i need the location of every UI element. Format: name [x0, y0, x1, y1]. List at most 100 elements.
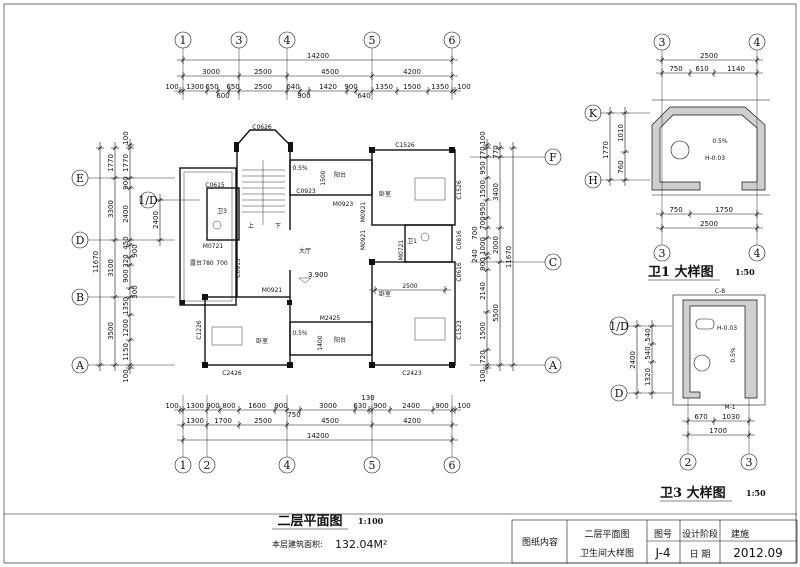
line — [449, 437, 455, 443]
toilet-icon — [695, 318, 715, 330]
dimension-text: 900 — [479, 257, 487, 270]
terrace-outline — [179, 167, 237, 306]
plan-scale: 1:100 — [358, 516, 384, 526]
line — [449, 422, 455, 428]
line — [484, 255, 490, 261]
line — [112, 294, 118, 300]
axis-label: 1/D — [138, 194, 158, 207]
dimension-text: 2500 — [700, 52, 718, 60]
dimension-text: 900 — [373, 402, 386, 410]
opening-code: C1526 — [456, 180, 463, 200]
slope-label: 0.5% — [712, 138, 728, 145]
line — [746, 432, 752, 438]
dimension-text: 770 — [479, 146, 487, 159]
dimension-text: 2500 — [402, 283, 417, 290]
line — [112, 175, 118, 181]
axis-label: 1 — [180, 34, 187, 47]
dimension-text: 4200 — [403, 68, 421, 76]
dimension-text: 320 — [122, 254, 130, 267]
line — [127, 337, 133, 343]
line — [157, 197, 163, 203]
line — [226, 88, 232, 94]
line — [97, 362, 103, 368]
line — [180, 437, 186, 443]
dimension-text: 1300 — [186, 417, 204, 425]
dimension-text: 900 — [122, 176, 130, 189]
opening-code: C0626 — [252, 124, 272, 131]
dimension-text: 1140 — [727, 65, 745, 73]
opening-code: M0721 — [398, 240, 405, 261]
opening-code: C2423 — [402, 370, 422, 377]
axis-bubble — [584, 104, 602, 122]
axis-label: C — [549, 256, 557, 269]
columns — [180, 142, 455, 368]
dimension-text: 100 — [457, 83, 470, 91]
line — [711, 418, 717, 424]
dimension-text: 1350 — [122, 297, 130, 315]
line — [449, 73, 455, 79]
content-label: 图纸内容 — [522, 536, 558, 548]
room-label-balcony-top: 阳台 — [334, 171, 346, 179]
dimension-text: 1030 — [722, 413, 740, 421]
line — [127, 312, 133, 318]
dimension-text: 750 — [287, 411, 300, 419]
opening-code: C0816 — [456, 230, 463, 250]
line — [497, 145, 503, 151]
dimension-text: 4200 — [403, 417, 421, 425]
dimension-text: 3100 — [107, 259, 115, 277]
dimension-text: 1320 — [644, 368, 652, 386]
line — [754, 70, 760, 76]
dimension-text: 100 — [165, 83, 178, 91]
line — [430, 407, 436, 413]
axis-label: 3 — [236, 34, 243, 47]
line — [97, 145, 103, 151]
dimension-text: 1770 — [602, 141, 610, 159]
room-label-bedroom-top: 卧室 — [379, 190, 391, 198]
dimension-text: 3400 — [492, 183, 500, 201]
opening-code: C2426 — [222, 370, 242, 377]
dimension-text: 1200 — [122, 319, 130, 337]
line — [687, 211, 693, 217]
line — [127, 362, 133, 368]
line — [497, 259, 503, 265]
room-label-balcony-bottom: 阳台 — [334, 336, 346, 344]
date-value: 2012.09 — [733, 546, 783, 560]
line — [687, 70, 693, 76]
line — [484, 142, 490, 148]
dimension-text: 540 — [644, 346, 652, 359]
hatched-wall — [682, 299, 758, 399]
axis-label: 3 — [659, 247, 666, 260]
axis-bubble — [609, 316, 629, 336]
line — [497, 362, 503, 368]
title-block-frame — [511, 519, 798, 564]
line — [180, 88, 186, 94]
line — [754, 211, 760, 217]
slope-label: 0.5% — [730, 347, 737, 363]
dimension-text: 1500 — [320, 170, 327, 185]
dimension-text: 780 — [202, 260, 214, 267]
room-label-down: 下 — [275, 223, 281, 230]
axis-bubble — [443, 31, 461, 49]
line — [127, 145, 133, 151]
line — [649, 341, 655, 347]
opening-code: M0923 — [333, 201, 354, 208]
dimension-text: 900 — [344, 83, 357, 91]
line — [484, 197, 490, 203]
line — [272, 407, 278, 413]
content-line-1: 二层平面图 — [584, 529, 629, 540]
dimension-text: 750 — [669, 206, 682, 214]
line — [425, 88, 431, 94]
line — [236, 407, 242, 413]
line — [217, 407, 223, 413]
line — [180, 407, 186, 413]
axis-label: 6 — [449, 459, 456, 472]
line — [685, 432, 691, 438]
line — [649, 359, 655, 365]
room-label-terrace: 露台 — [190, 259, 202, 267]
plan-title: 二层平面图 — [277, 514, 342, 529]
dimension-text: 540 — [644, 328, 652, 341]
line — [484, 251, 490, 257]
line — [510, 145, 516, 151]
